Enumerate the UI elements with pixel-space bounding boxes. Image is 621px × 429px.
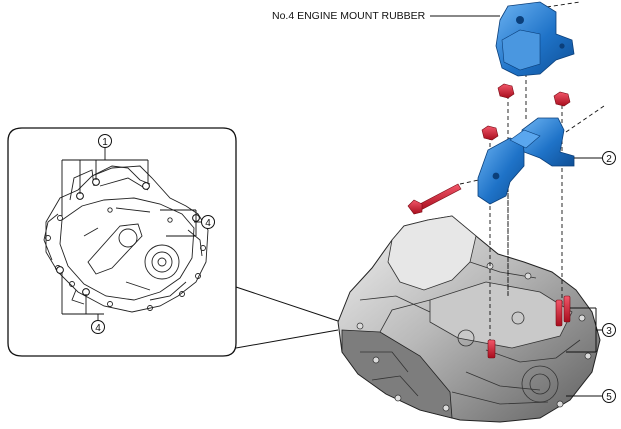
- callout-3-leaders: [566, 307, 602, 353]
- callout-1-circle: [98, 134, 112, 148]
- stud-rear-right: [563, 295, 571, 323]
- callout-5-text: 5: [606, 392, 612, 403]
- through-bolt: [407, 183, 462, 215]
- inset-detail-view: 1 4 4: [7, 127, 342, 357]
- transaxle-line-drawing: [43, 165, 209, 313]
- mount-bracket-hole: [492, 172, 500, 180]
- callout-4-lower-text: 4: [95, 323, 101, 334]
- mount-rubber-label-group: No.4 ENGINE MOUNT RUBBER: [272, 10, 500, 22]
- callout-4-lower-leaders: [61, 272, 104, 320]
- callout-5-circle: [602, 389, 616, 403]
- callout-1: 1: [98, 134, 112, 148]
- transaxle-top-plate: [429, 281, 573, 349]
- mount-bracket: [477, 117, 575, 205]
- engine-mount-rubber: [495, 1, 575, 77]
- callout-4-upper-leaders: [160, 209, 201, 237]
- callout-5: 5: [566, 389, 616, 403]
- transaxle-detail-lines: [359, 261, 581, 405]
- callout-4-upper-circle: [201, 215, 215, 229]
- callout-2: 2: [574, 151, 616, 165]
- callout-3-text: 3: [606, 326, 612, 337]
- stud-front: [487, 339, 496, 359]
- nut-upper-right: [553, 91, 571, 107]
- callout-4-lower: 4: [91, 320, 105, 334]
- callout-1-text: 1: [102, 137, 108, 148]
- inset-frame: [7, 127, 237, 357]
- callout-3: 3: [566, 307, 616, 353]
- engine-mount-rubber-face: [501, 29, 541, 71]
- callout-4-lower-circle: [91, 320, 105, 334]
- transaxle-assembly: [337, 215, 601, 423]
- mount-bracket-left-arm: [477, 137, 525, 205]
- mount-bracket-right-arm: [521, 117, 575, 167]
- engine-mount-rubber-hole: [516, 16, 524, 24]
- nut-upper-left: [497, 83, 515, 99]
- through-bolt-head: [407, 199, 423, 215]
- mount-bracket-bridge: [509, 129, 541, 149]
- engine-mount-rubber-bolt-hole: [559, 43, 565, 49]
- callout-2-circle: [602, 151, 616, 165]
- callout-1-leaders: [61, 148, 149, 216]
- stud-rear-left: [555, 299, 563, 327]
- inset-pointer-line-upper: [235, 286, 342, 323]
- callout-2-text: 2: [606, 154, 612, 165]
- mount-rubber-label: No.4 ENGINE MOUNT RUBBER: [272, 10, 426, 22]
- callout-4-upper: 4: [201, 215, 215, 229]
- nut-middle: [481, 125, 499, 141]
- callout-3-circle: [602, 323, 616, 337]
- callout-4-upper-text: 4: [205, 218, 211, 229]
- mount-nuts: [481, 83, 571, 141]
- inset-pointer-line-lower: [235, 329, 339, 349]
- transaxle-bolt-heads: [356, 262, 592, 412]
- through-bolt-shank: [415, 183, 462, 212]
- transaxle-studs: [487, 295, 571, 359]
